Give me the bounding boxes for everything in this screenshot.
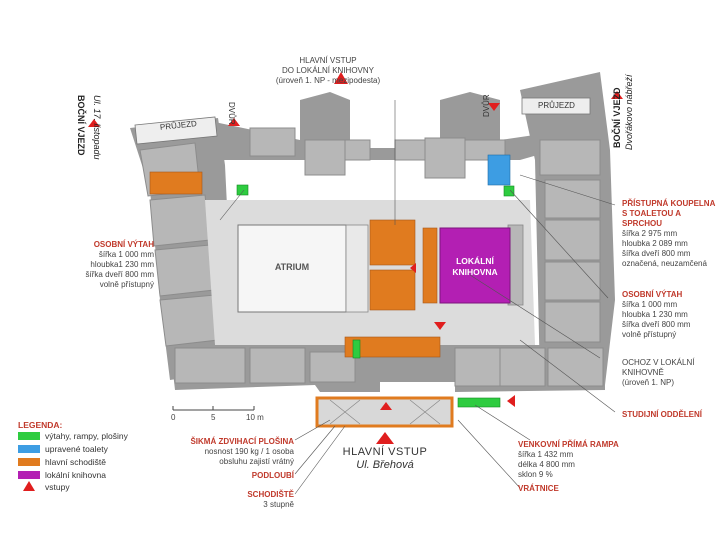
library-area [439, 227, 511, 304]
scale-label-10: 10 m [246, 413, 264, 422]
toilet-status: označená, neuzamčená [622, 259, 707, 268]
porter-title: VRÁTNICE [518, 484, 559, 493]
right-courtyard-label: DVŮR [482, 94, 491, 117]
entrance-right-street [611, 91, 623, 99]
steps-label: SCHODIŠTĚ 3 stupně [220, 490, 294, 510]
left-passage [134, 116, 218, 145]
entrance-inner [434, 322, 446, 330]
entrance-vestibule [380, 402, 392, 410]
toilet-door: šířka dveří 800 mm [622, 249, 691, 258]
toilet-label: PŘÍSTUPNÁ KOUPELNA S TOALETOU A SPRCHOU … [622, 199, 718, 269]
right-lift-title: OSOBNÍ VÝTAH [622, 290, 683, 299]
right-lift-label: OSOBNÍ VÝTAH šířka 1 000 mm hloubka 1 23… [622, 290, 718, 340]
right-lift-access: volně přístupný [622, 330, 677, 339]
toilet-area [487, 154, 511, 186]
right-street-name: Dvořákovo nábřeží [624, 74, 634, 150]
right-lift-depth: hloubka 1 230 mm [622, 310, 688, 319]
library-gallery-line2: KNIHOVNĚ [622, 368, 664, 377]
legend-entrance-icon [23, 481, 35, 491]
entrance-right-dvur [488, 103, 500, 111]
library-label: LOKÁLNÍ KNIHOVNA [440, 256, 510, 278]
entrance-left-street [88, 119, 100, 127]
platform-service: obsluhu zajistí vrátný [219, 457, 294, 466]
left-street-title: BOČNÍ VJEZD [76, 95, 86, 156]
toilet-title-2: S TOALETOU A SPRCHOU [622, 209, 681, 228]
right-lift-width: šířka 1 000 mm [622, 300, 678, 309]
legend-swatch-library [18, 471, 40, 479]
main-entrance-title: HLAVNÍ VSTUP [342, 446, 428, 458]
left-lift-label: OSOBNÍ VÝTAH šířka 1 000 mm hloubka1 230… [60, 240, 154, 290]
left-courtyard-label: DVŮR [227, 102, 236, 125]
entrance-top [334, 72, 348, 84]
right-passage [521, 97, 591, 115]
legend-label-stairs: hlavní schodiště [45, 457, 106, 467]
entrance-markers [88, 72, 623, 444]
toilet-depth: hloubka 2 089 mm [622, 239, 688, 248]
platform-capacity: nosnost 190 kg / 1 osoba [204, 447, 294, 456]
ramp-length: délka 4 800 mm [518, 460, 575, 469]
steps-title: SCHODIŠTĚ [247, 490, 294, 499]
entrance-stair [410, 263, 416, 273]
porter-label: VRÁTNICE [518, 484, 598, 494]
toilet-width: šířka 2 975 mm [622, 229, 678, 238]
vestibule [315, 396, 454, 428]
left-lift-door: šířka dveří 800 mm [85, 270, 154, 279]
legend-label-lifts: výtahy, rampy, plošiny [45, 431, 128, 441]
left-lift-title: OSOBNÍ VÝTAH [93, 240, 154, 249]
library-label-line2: KNIHOVNA [452, 267, 498, 277]
legend-label-library: lokální knihovna [45, 470, 106, 480]
entrance-ramp [507, 395, 515, 407]
ramp-label: VENKOVNÍ PŘÍMÁ RAMPA šířka 1 432 mm délk… [518, 440, 628, 480]
main-library-entrance-title: HLAVNÍ VSTUP [299, 56, 357, 65]
scale-bar [172, 406, 255, 411]
platform-title: ŠIKMÁ ZDVIHACÍ PLOŠINA [190, 437, 294, 446]
main-library-entrance-line3: (úroveň 1. NP - mezipodesta) [275, 76, 381, 85]
library-label-line1: LOKÁLNÍ [456, 256, 494, 266]
leader-lines [219, 100, 616, 495]
scale-label-5: 5 [211, 413, 216, 422]
entrance-main [376, 432, 394, 444]
legend-swatch-lifts [18, 432, 40, 440]
steps-count: 3 stupně [263, 500, 294, 509]
legend-title: LEGENDA: [18, 420, 63, 430]
entrance-left-dvur [228, 118, 240, 126]
right-lift-door: šířka dveří 800 mm [622, 320, 691, 329]
ramp-slope: sklon 9 % [518, 470, 553, 479]
platform-label: ŠIKMÁ ZDVIHACÍ PLOŠINA nosnost 190 kg / … [180, 437, 294, 467]
main-entrance-label: HLAVNÍ VSTUP Ul. Břehová [330, 446, 440, 472]
main-staircases [149, 171, 441, 358]
arcade-title: PODLOUBÍ [251, 471, 294, 480]
left-street-name: Ul. 17. listopadu [92, 95, 102, 160]
atrium-label: ATRIUM [274, 262, 310, 272]
ramp-width: šířka 1 432 mm [518, 450, 574, 459]
right-passage-label: PRŮJEZD [538, 101, 575, 110]
left-street-label: BOČNÍ VJEZD [75, 95, 86, 165]
library-gallery-line1: OCHOZ V LOKÁLNÍ [622, 358, 695, 367]
study-department-title: STUDIJNÍ ODDĚLENÍ [622, 410, 703, 419]
study-department-label: STUDIJNÍ ODDĚLENÍ [622, 410, 718, 420]
main-library-entrance-line2: DO LOKÁLNÍ KNIHOVNY [281, 66, 375, 75]
scale-label-0: 0 [171, 413, 176, 422]
right-lift [503, 185, 515, 197]
right-street-label: BOČNÍ VJEZD [612, 87, 622, 148]
stair-lift [352, 339, 361, 359]
toilet-title-1: PŘÍSTUPNÁ KOUPELNA [622, 199, 716, 208]
ramp-title: VENKOVNÍ PŘÍMÁ RAMPA [518, 440, 619, 449]
outdoor-ramp [457, 397, 501, 408]
left-lift [236, 184, 249, 196]
left-lift-width: šířka 1 000 mm [98, 250, 154, 259]
main-library-entrance-label: HLAVNÍ VSTUP DO LOKÁLNÍ KNIHOVNY (úroveň… [258, 56, 398, 86]
legend-swatch-toilets [18, 445, 40, 453]
library-gallery-label: OCHOZ V LOKÁLNÍ KNIHOVNĚ (úroveň 1. NP) [622, 358, 718, 388]
legend-label-entrances: vstupy [45, 482, 70, 492]
main-entrance-street: Ul. Břehová [356, 459, 414, 471]
library-gallery-line3: (úroveň 1. NP) [622, 378, 675, 387]
left-lift-depth: hloubka1 230 mm [90, 260, 154, 269]
legend-label-toilets: upravené toalety [45, 444, 108, 454]
arcade-label: PODLOUBÍ [220, 471, 294, 481]
legend-swatch-stairs [18, 458, 40, 466]
left-lift-access: volně přístupný [99, 280, 154, 289]
